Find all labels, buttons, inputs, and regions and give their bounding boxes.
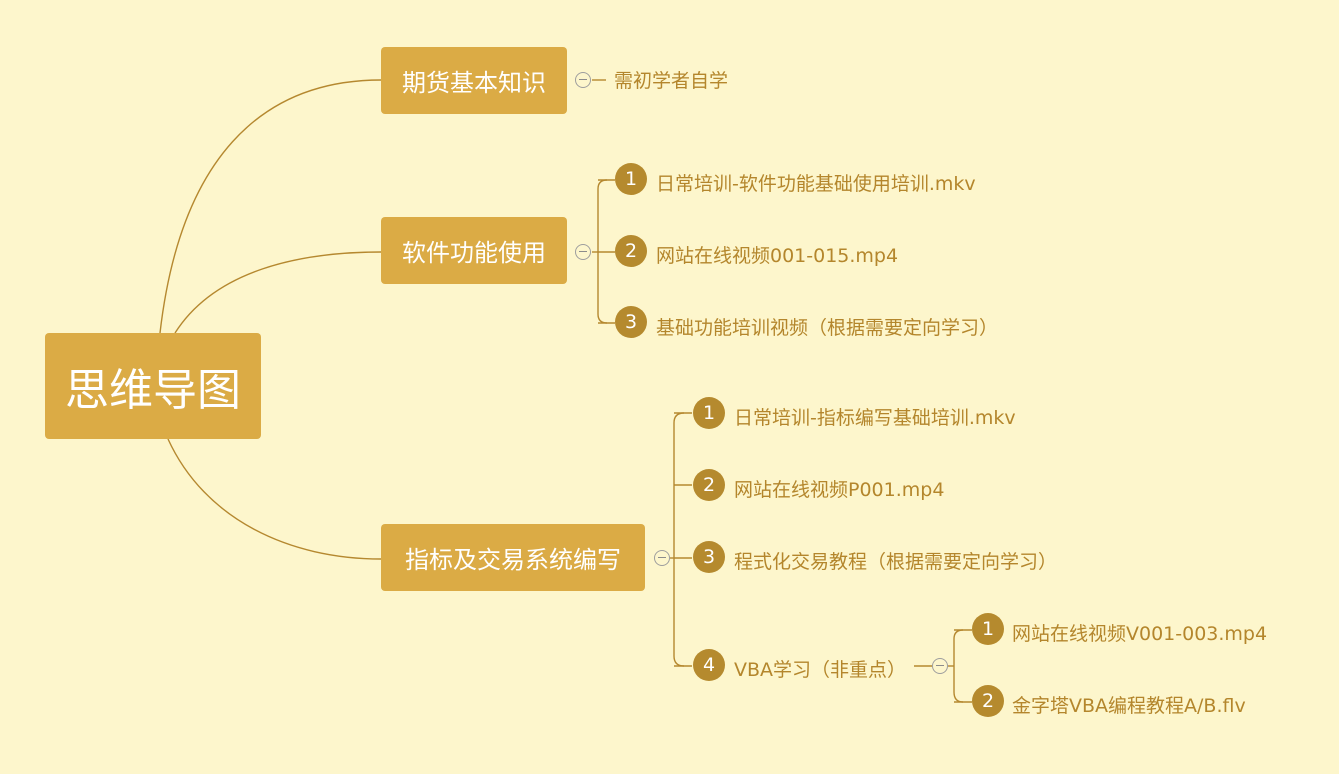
number-badge: 2 <box>972 685 1004 717</box>
collapse-icon[interactable] <box>575 72 591 88</box>
leaf-text[interactable]: 日常培训-指标编写基础培训.mkv <box>734 407 1016 429</box>
number-badge: 1 <box>972 613 1004 645</box>
connector-root-b3 <box>167 438 382 560</box>
connector-vba-bracket <box>953 629 964 703</box>
number-badge: 3 <box>693 541 725 573</box>
leaf-text[interactable]: 基础功能培训视频（根据需要定向学习） <box>656 317 999 339</box>
leaf-text[interactable]: 网站在线视频001-015.mp4 <box>656 245 899 267</box>
collapse-icon[interactable] <box>654 550 670 566</box>
number-badge: 2 <box>693 469 725 501</box>
leaf-text[interactable]: 网站在线视频P001.mp4 <box>734 479 945 501</box>
branch-node-software-usage[interactable]: 软件功能使用 <box>381 217 567 284</box>
root-node[interactable]: 思维导图 <box>45 333 261 439</box>
leaf-text[interactable]: 金字塔VBA编程教程A/B.flv <box>1012 695 1246 717</box>
leaf-text[interactable]: 日常培训-软件功能基础使用培训.mkv <box>656 173 976 195</box>
collapse-icon[interactable] <box>932 658 948 674</box>
connector-b3-bracket <box>673 412 685 667</box>
number-badge: 2 <box>615 235 647 267</box>
leaf-text[interactable]: 网站在线视频V001-003.mp4 <box>1012 623 1268 645</box>
connector-root-b1 <box>159 79 382 334</box>
number-badge: 3 <box>615 306 647 338</box>
leaf-text: 需初学者自学 <box>614 70 729 92</box>
leaf-text[interactable]: VBA学习（非重点） <box>734 659 907 681</box>
number-badge: 1 <box>615 163 647 195</box>
branch-node-futures-basics[interactable]: 期货基本知识 <box>381 47 567 114</box>
number-badge: 4 <box>693 649 725 681</box>
leaf-text[interactable]: 程式化交易教程（根据需要定向学习） <box>734 551 1058 573</box>
branch-node-indicator-trading[interactable]: 指标及交易系统编写 <box>381 524 645 591</box>
number-badge: 1 <box>693 397 725 429</box>
connector-root-b2 <box>174 251 382 334</box>
collapse-icon[interactable] <box>575 244 591 260</box>
